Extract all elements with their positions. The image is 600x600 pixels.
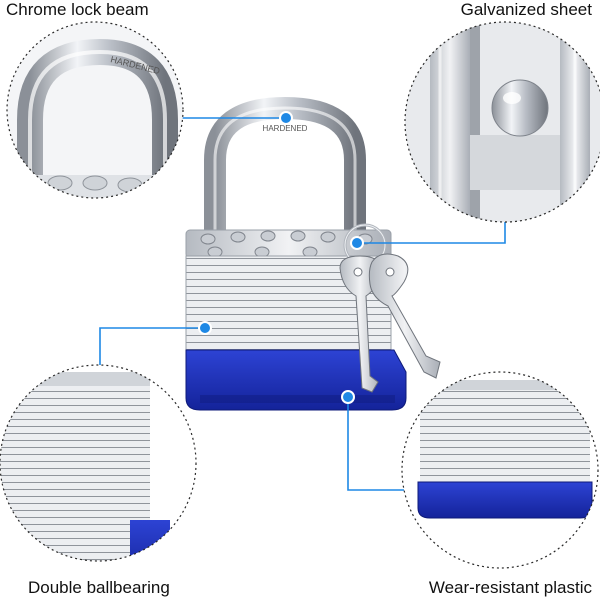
detail-chrome-beam: HARDENED xyxy=(6,21,184,199)
callout-dots xyxy=(198,111,364,404)
callout-lines xyxy=(99,117,506,491)
callout-label-double-ballbearing: Double ballbearing xyxy=(28,578,170,597)
callout-label-galvanized-sheet: Galvanized sheet xyxy=(460,0,592,19)
callout-label-wear-resistant-plastic: Wear-resistant plastic xyxy=(428,578,592,597)
detail-double-ballbearing xyxy=(0,364,197,562)
detail-galvanized-sheet xyxy=(404,21,600,223)
key-icon xyxy=(339,223,441,393)
shackle-engraving: HARDENED xyxy=(263,124,308,133)
callout-label-chrome-lock-beam: Chrome lock beam xyxy=(6,0,149,19)
detail-wear-resistant-plastic xyxy=(401,371,599,569)
